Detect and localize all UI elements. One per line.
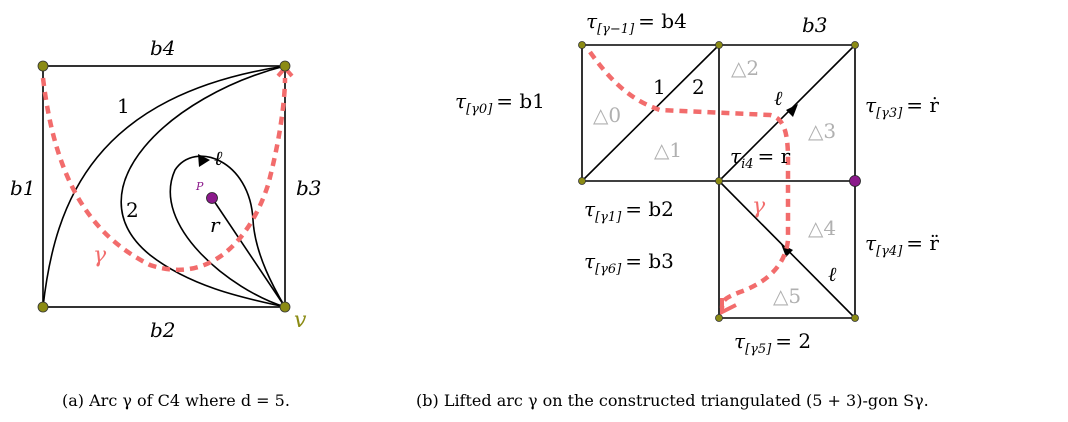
ell-top-arrow-icon [786, 104, 798, 117]
puncture-label: P [195, 180, 204, 193]
ell-bottom-label: ℓ [828, 262, 837, 286]
vertex-top-left [37, 60, 49, 72]
vertex-7 [715, 314, 723, 322]
tau-gamma0-label: τ[γ0]= b1 [455, 89, 545, 117]
edge-b2-label: b2 [150, 318, 176, 342]
arc-1-label: 1 [117, 94, 130, 118]
panel-b: τ[γ−1]= b4 b3 τ[γ0]= b1 τ[γ3]= ṙ τi4= r … [455, 9, 939, 357]
gamma-tilde-label: γ [752, 194, 766, 219]
vertex-1 [578, 41, 586, 49]
caption-a: (a) Arc γ of C4 where d = 5. [62, 391, 290, 410]
edge-b4-label: b4 [150, 36, 176, 60]
puncture-p [206, 192, 218, 204]
vertex-puncture [849, 175, 861, 187]
square-boundary [42, 65, 286, 308]
gamma-label: γ [93, 243, 107, 268]
edge-1-label: 1 [653, 75, 666, 99]
tau-i4-label: τi4= r [730, 144, 791, 172]
arc-1 [42, 65, 286, 308]
triangle-4-label: △4 [808, 216, 836, 240]
radius-r [211, 197, 286, 308]
arc-2-label: 2 [126, 198, 139, 222]
caption-b: (b) Lifted arc γ on the constructed tria… [416, 391, 929, 410]
triangle-5-label: △5 [773, 284, 801, 308]
panel-a: b4 b1 b3 b2 1 2 ℓ P r γ v [10, 36, 322, 342]
polygon-outline [581, 44, 856, 319]
triangle-1-label: △1 [654, 138, 682, 162]
triangle-3-label: △3 [808, 119, 836, 143]
edge-b1-label: b1 [10, 176, 36, 200]
tau-gamma6-label: τ[γ6]= b3 [584, 249, 674, 277]
diag-top-right [718, 44, 856, 182]
edge-2-label: 2 [692, 75, 705, 99]
tau-gamma5-label: τ[γ5]= 2 [734, 329, 811, 357]
loop-ell-label: ℓ [214, 146, 223, 170]
triangle-2-label: △2 [731, 56, 759, 80]
ell-bottom-arrow-icon [781, 244, 793, 257]
gamma-tilde-arc [588, 50, 791, 309]
tau-gamma4-label: τ[γ4]= r̈ [865, 231, 939, 259]
edge-b3-label: b3 [296, 176, 322, 200]
tau-gamma3-label: τ[γ3]= ṙ [865, 93, 939, 121]
vertex-2 [715, 41, 723, 49]
vertex-top-right [279, 60, 291, 72]
tau-gamma-minus1-label: τ[γ−1]= b4 [586, 9, 687, 37]
arc-2 [120, 65, 286, 308]
radius-label: r [210, 213, 221, 237]
tau-gamma1-label: τ[γ1]= b2 [584, 197, 674, 225]
vertex-5 [715, 177, 723, 185]
gamma-tilde-end-icon [720, 298, 737, 316]
ell-top-label: ℓ [774, 86, 783, 110]
gamma-arc [40, 77, 288, 273]
vertex-8 [851, 314, 859, 322]
diag-left-square [581, 44, 720, 182]
vertex-v-label: v [294, 308, 307, 333]
vertex-v [279, 301, 291, 313]
triangle-0-label: △0 [593, 103, 621, 127]
loop-arrow-icon [198, 154, 210, 167]
vertex-bottom-left [37, 301, 49, 313]
vertex-4 [578, 177, 586, 185]
vertex-3 [851, 41, 859, 49]
b3-top-label: b3 [802, 13, 828, 37]
